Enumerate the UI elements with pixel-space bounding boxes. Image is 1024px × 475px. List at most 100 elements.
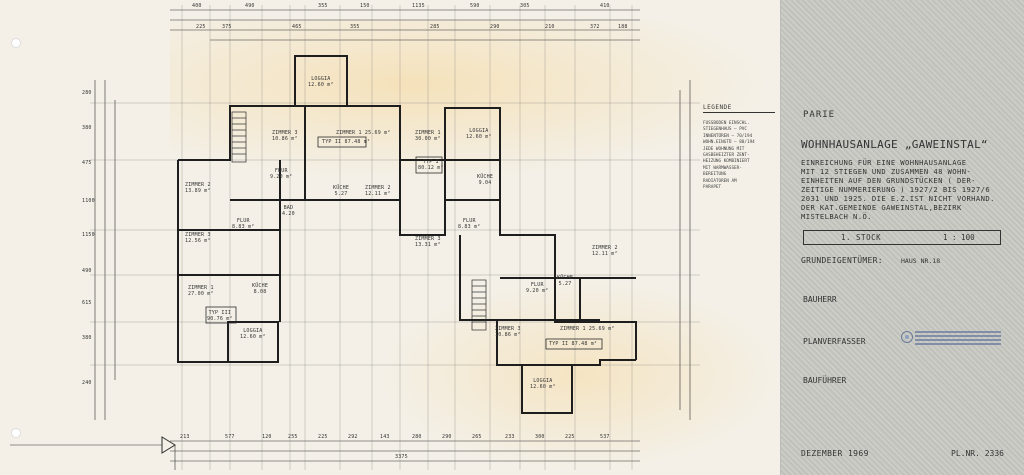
dim-label: 355 (318, 3, 328, 9)
dim-label: 143 (380, 434, 390, 440)
dim-label: 290 (490, 24, 500, 30)
dim-label: 285 (430, 24, 440, 30)
legend-text: FUSSBODEN EINSCHL. STIEGENHAUS – PVC INN… (703, 121, 755, 191)
dim-label: 475 (82, 160, 92, 166)
floor-box (803, 230, 1001, 245)
plan-number: PL.NR. 2336 (951, 449, 1004, 458)
planverfasser-label: PLANVERFASSER (803, 337, 866, 346)
plan-number-value: 2336 (984, 449, 1004, 458)
walls (177, 55, 637, 414)
dim-label: 372 (590, 24, 600, 30)
plan-number-label: PL.NR. (951, 449, 980, 458)
dim-label: 490 (245, 3, 255, 9)
dim-label: 355 (350, 24, 360, 30)
parie-label: PARIE (803, 110, 836, 120)
dim-label: 1135 (412, 3, 425, 9)
owner-value: HAUS NR.18 (901, 257, 941, 265)
dim-label: 210 (545, 24, 555, 30)
dim-label: 375 (222, 24, 232, 30)
baufuehrer-label: BAUFÜHRER (803, 376, 847, 385)
dim-label: 537 (600, 434, 610, 440)
dim-label: 240 (82, 380, 92, 386)
dim-label: 1150 (82, 232, 95, 238)
project-title: WOHNHAUSANLAGE „GAWEINSTAL“ (801, 138, 988, 151)
dim-label: 400 (192, 3, 202, 9)
floor-plan: 400 490 355 150 1135 590 305 410 225 375… (10, 3, 780, 470)
dim-label: 280 (412, 434, 422, 440)
dim-label: 292 (348, 434, 358, 440)
dim-label: 225 (318, 434, 328, 440)
dim-label: 410 (600, 3, 610, 9)
dim-label: 380 (82, 125, 92, 131)
stair (231, 111, 487, 331)
grid-lines (90, 5, 700, 470)
legend-heading: LEGENDE (703, 104, 775, 113)
type-boxes (205, 136, 603, 350)
dim-label: 213 (180, 434, 190, 440)
dim-label: 225 (565, 434, 575, 440)
type-label: TYP II 87.48 m² (549, 341, 598, 347)
dim-label: 615 (82, 300, 92, 306)
punch-hole (11, 428, 21, 438)
plan-drawing (10, 5, 700, 470)
title-block-texture (781, 0, 1024, 475)
dim-label: 233 (505, 434, 515, 440)
legend: LEGENDE FUSSBODEN EINSCHL. STIEGENHAUS –… (703, 104, 775, 191)
dim-label: 120 (262, 434, 272, 440)
architect-stamp (901, 329, 1001, 353)
dim-label: 577 (225, 434, 235, 440)
dim-label: 280 (82, 90, 92, 96)
floor-label: 1. STOCK (841, 233, 882, 242)
title-block: PARIE WOHNHAUSANLAGE „GAWEINSTAL“ EINREI… (780, 0, 1024, 475)
bauherr-label: BAUHERR (803, 295, 837, 304)
dimension-lines (94, 9, 691, 462)
dim-label: 225 (196, 24, 206, 30)
north-arrow (161, 436, 176, 454)
dim-label: 290 (442, 434, 452, 440)
dim-label: 465 (292, 24, 302, 30)
date-label: DEZEMBER 1969 (801, 449, 869, 458)
dim-label: 380 (82, 335, 92, 341)
room-label: ZIMMER 1 25.69 m² (560, 326, 615, 332)
punch-hole (11, 38, 21, 48)
stamp-text-lines (915, 331, 1001, 347)
dim-label: 3375 (395, 454, 408, 460)
dim-label: 305 (520, 3, 530, 9)
scale-label: 1 : 100 (943, 233, 975, 242)
dim-label: 150 (360, 3, 370, 9)
project-description: EINREICHUNG FÜR EINE WOHNHAUSANLAGE MIT … (801, 158, 995, 221)
dim-label: 265 (472, 434, 482, 440)
room-label: ZIMMER 1 25.69 m² (336, 130, 391, 136)
dim-label: 188 (618, 24, 628, 30)
dim-label: 255 (288, 434, 298, 440)
owner-label: GRUNDEIGENTÜMER: (801, 256, 883, 265)
dim-label: 1100 (82, 198, 95, 204)
dim-label: 490 (82, 268, 92, 274)
paper-stain (170, 20, 770, 180)
dim-label: 590 (470, 3, 480, 9)
dim-label: 300 (535, 434, 545, 440)
